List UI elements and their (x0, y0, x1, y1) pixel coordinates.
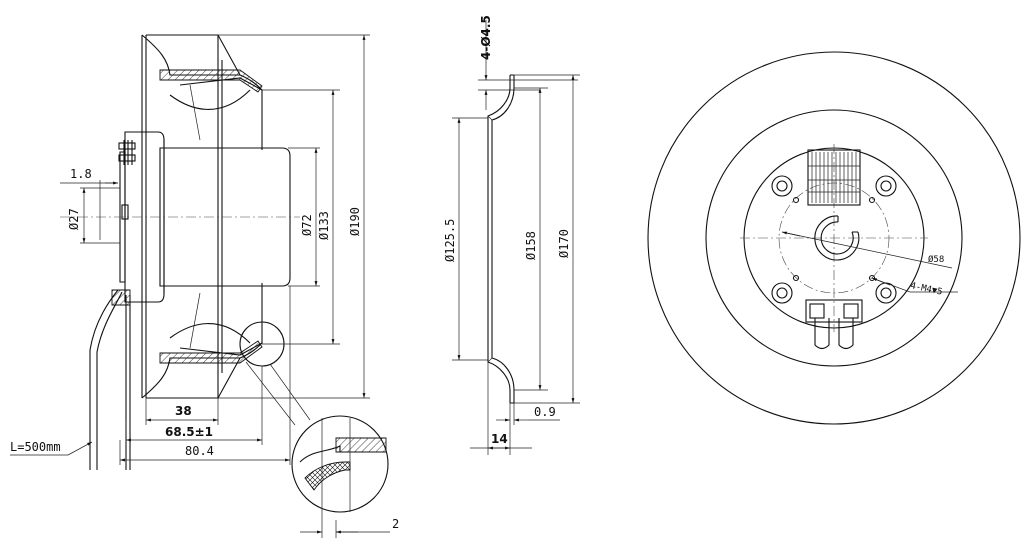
dim-2: 2 (392, 517, 399, 531)
dim-68-5: 68.5±1 (165, 425, 213, 439)
heat-sink (807, 149, 861, 206)
dim-38: 38 (175, 404, 192, 418)
section-view (487, 74, 515, 404)
connector-block (805, 299, 863, 350)
dim-190: Ø190 (348, 207, 362, 236)
mounting-screws (771, 175, 897, 304)
side-view (60, 34, 311, 470)
dim-80-4: 80.4 (185, 444, 214, 458)
detail-view: 2 (291, 415, 399, 538)
dim-holes: 4-Ø4.5 (479, 15, 493, 60)
dim-133: Ø133 (317, 211, 331, 240)
dim-170: Ø170 (557, 229, 571, 258)
dim-158: Ø158 (524, 231, 538, 260)
front-view: Ø58 4-M4▼5 (647, 51, 1021, 425)
dim-1-8: 1.8 (70, 167, 92, 181)
dim-0-9: 0.9 (534, 405, 556, 419)
dim-125-5: Ø125.5 (443, 219, 457, 262)
section-view-dimensions: 4-Ø4.5 Ø125.5 Ø158 Ø170 0.9 14 (443, 15, 580, 455)
dim-14: 14 (491, 432, 508, 446)
dim-cable-length: L=500mm (10, 440, 61, 454)
dim-m4: 4-M4▼5 (909, 281, 943, 298)
dim-72: Ø72 (300, 214, 314, 236)
side-view-dimensions: 1.8 Ø27 Ø72 Ø133 Ø190 38 68.5±1 80.4 L=5… (10, 34, 370, 465)
dim-27: Ø27 (67, 208, 81, 230)
dim-58: Ø58 (928, 254, 944, 265)
